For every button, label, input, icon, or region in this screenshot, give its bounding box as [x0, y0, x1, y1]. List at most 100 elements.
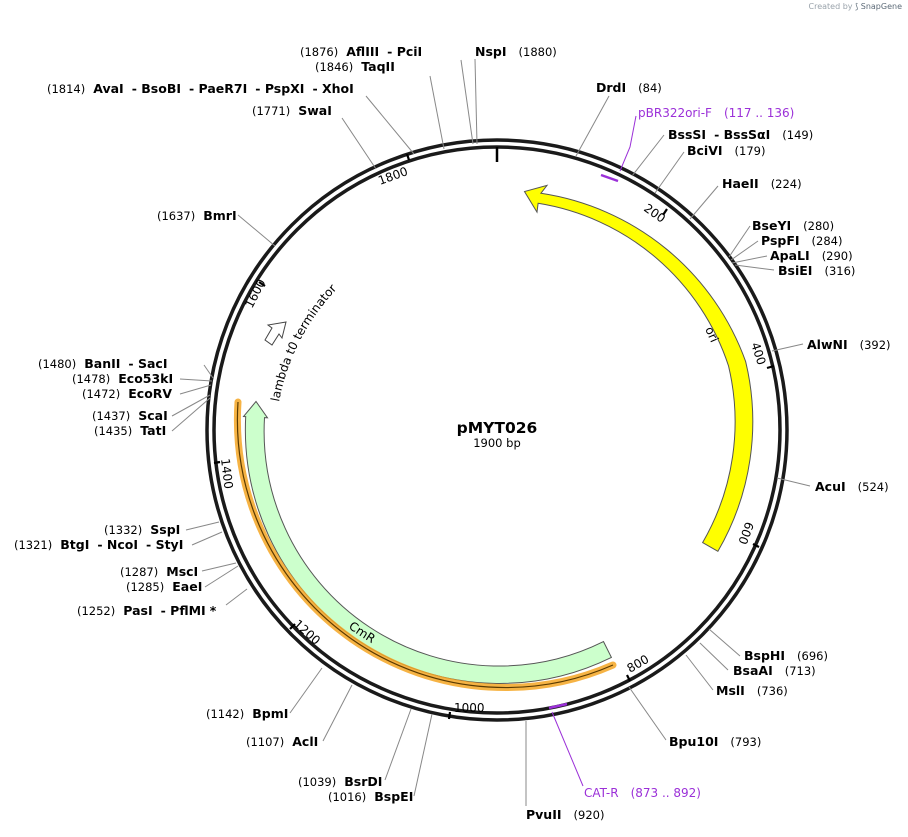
connector-msci: [201, 562, 237, 572]
site-msci[interactable]: (1287)MscI: [120, 564, 198, 579]
connector-bspei: [413, 713, 433, 797]
site-drdi[interactable]: DrdI(84): [596, 80, 662, 95]
site-eaei[interactable]: (1285)EaeI: [126, 579, 202, 594]
ori-label: ori: [702, 325, 721, 345]
connector-drdi: [575, 95, 610, 157]
plasmid-name: pMYT026: [457, 419, 538, 437]
tick-label-1800: 1800: [376, 164, 409, 188]
connector-eaei: [204, 565, 239, 588]
tick-label-800: 800: [625, 652, 652, 676]
site-taqii[interactable]: (1846)TaqII: [315, 59, 395, 74]
connector-bsssi: [631, 134, 665, 177]
connector-tati: [171, 397, 211, 432]
connector-cat-r: [551, 711, 584, 787]
connector-haeii: [689, 185, 719, 220]
tick-1600: [258, 281, 266, 287]
site-btgi[interactable]: (1321)BtgI- NcoI- StyI: [14, 537, 183, 552]
connector-sspi: [185, 521, 220, 531]
snapgene-brand: Created by ⟆ SnapGene: [808, 2, 902, 11]
connector-banii: [203, 364, 214, 379]
site-acli[interactable]: (1107)AclI: [246, 734, 318, 749]
site-alwni[interactable]: AlwNI(392): [807, 337, 891, 352]
connector-btgi: [191, 531, 223, 546]
site-scai[interactable]: (1437)ScaI: [92, 408, 168, 423]
tick-label-1000: 1000: [454, 701, 485, 715]
site-msli[interactable]: MslI(736): [716, 683, 788, 698]
connector-nspi: [474, 58, 478, 145]
connector-avai: [365, 95, 415, 155]
tick-200: [662, 208, 668, 216]
site-bpmi[interactable]: (1142)BpmI: [206, 706, 288, 721]
lambda-t0-terminator-feature[interactable]: [264, 321, 287, 346]
ori-feature[interactable]: [523, 184, 754, 552]
pbr322ori-f-mark: [600, 173, 619, 183]
connector-bmri: [237, 214, 276, 247]
site-ecorv[interactable]: (1472)EcoRV: [82, 386, 172, 401]
plasmid-length: 1900 bp: [473, 436, 521, 450]
tick-400: [766, 364, 775, 370]
connector-swai: [341, 117, 377, 170]
site-swai[interactable]: (1771)SwaI: [252, 103, 332, 118]
connector-msli: [685, 654, 714, 691]
site-sspi[interactable]: (1332)SspI: [104, 522, 180, 537]
tick-label-400: 400: [748, 341, 768, 367]
connector-bpmi: [289, 667, 323, 714]
connector-bsaai: [699, 642, 729, 671]
tick-1000: [447, 711, 452, 720]
connector-alwni: [771, 343, 804, 352]
site-pspfi[interactable]: PspFI(284): [761, 233, 842, 248]
site-eco53ki[interactable]: (1478)Eco53kI: [72, 371, 173, 386]
primer-cat-r[interactable]: CAT-R(873 .. 892): [584, 786, 701, 800]
tick-800: [626, 674, 631, 682]
snapgene-logo-icon: ⟆: [855, 2, 859, 11]
lambda-t0-terminator-label: lambda t0 terminator: [268, 281, 339, 402]
connector-pasi: [225, 588, 248, 606]
site-acui[interactable]: AcuI(524): [815, 479, 889, 494]
site-bsphi[interactable]: BspHI(696): [744, 648, 828, 663]
connector-scai: [171, 394, 211, 417]
site-afliii[interactable]: (1876)AflIII- PciI: [300, 44, 422, 59]
site-bspei[interactable]: (1016)BspEI: [328, 789, 413, 804]
site-pasi[interactable]: (1252)PasI- PflMI*: [77, 603, 217, 618]
connector-ecorv: [179, 384, 212, 395]
primer-pbr322ori-f[interactable]: pBR322ori-F(117 .. 136): [638, 106, 794, 120]
site-apali[interactable]: ApaLI(290): [770, 248, 853, 263]
backbone-outer: [205, 138, 789, 722]
cat-r-mark: [548, 702, 568, 710]
site-tati[interactable]: (1435)TatI: [94, 423, 166, 438]
tick-1800: [405, 153, 411, 161]
connector-bsiei: [734, 264, 775, 271]
tick-1200: [289, 623, 296, 630]
tick-label-1400: 1400: [218, 458, 236, 490]
site-avai[interactable]: (1814)AvaI- BsoBI- PaeR7I- PspXI- XhoI: [47, 81, 354, 96]
connector-bseyi: [728, 225, 751, 258]
site-pvuii[interactable]: PvuII(920): [526, 807, 604, 822]
site-bsssi[interactable]: BssSI- BssSαI(149): [668, 127, 813, 142]
site-nspi[interactable]: NspI(1880): [475, 44, 557, 59]
tick-600: [752, 543, 760, 548]
connector-acli: [322, 684, 353, 742]
tick-label-1200: 1200: [291, 617, 323, 648]
tick-label-600: 600: [735, 520, 756, 546]
connector-taqii: [429, 75, 445, 150]
site-bsrdi[interactable]: (1039)BsrDI: [298, 774, 382, 789]
site-bcivi[interactable]: BciVI(179): [687, 143, 765, 158]
connector-afliii: [460, 59, 474, 145]
site-banii[interactable]: (1480)BanII- SacI: [38, 356, 167, 371]
site-haeii[interactable]: HaeII(224): [722, 176, 802, 191]
connector-acui: [776, 477, 811, 487]
selection-arc-core: [236, 401, 614, 689]
tick-1400: [213, 460, 221, 465]
site-bpu10i[interactable]: Bpu10I(793): [669, 734, 761, 749]
tick-label-200: 200: [641, 201, 668, 226]
connector-bcivi: [654, 151, 685, 194]
site-bseyi[interactable]: BseYI(280): [752, 218, 834, 233]
site-bsiei[interactable]: BsiEI(316): [778, 263, 855, 278]
connector-bsrdi: [384, 708, 412, 781]
site-bmri[interactable]: (1637)BmrI: [157, 208, 237, 223]
connector-apali: [731, 255, 768, 264]
connector-pbr322ori-f: [619, 115, 637, 172]
connector-eco53ki: [179, 378, 213, 382]
site-bsaai[interactable]: BsaAI(713): [733, 663, 816, 678]
